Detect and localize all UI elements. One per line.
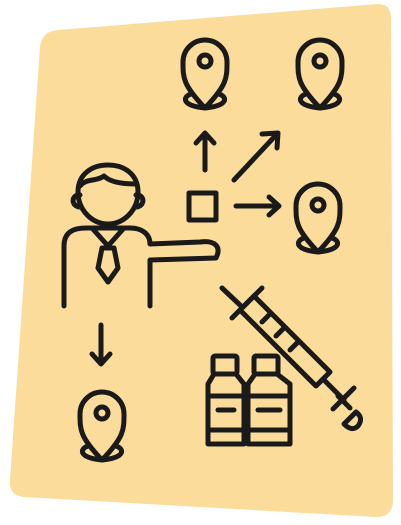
vaccine-distribution-illustration bbox=[0, 0, 401, 525]
illustration-canvas bbox=[0, 0, 401, 525]
